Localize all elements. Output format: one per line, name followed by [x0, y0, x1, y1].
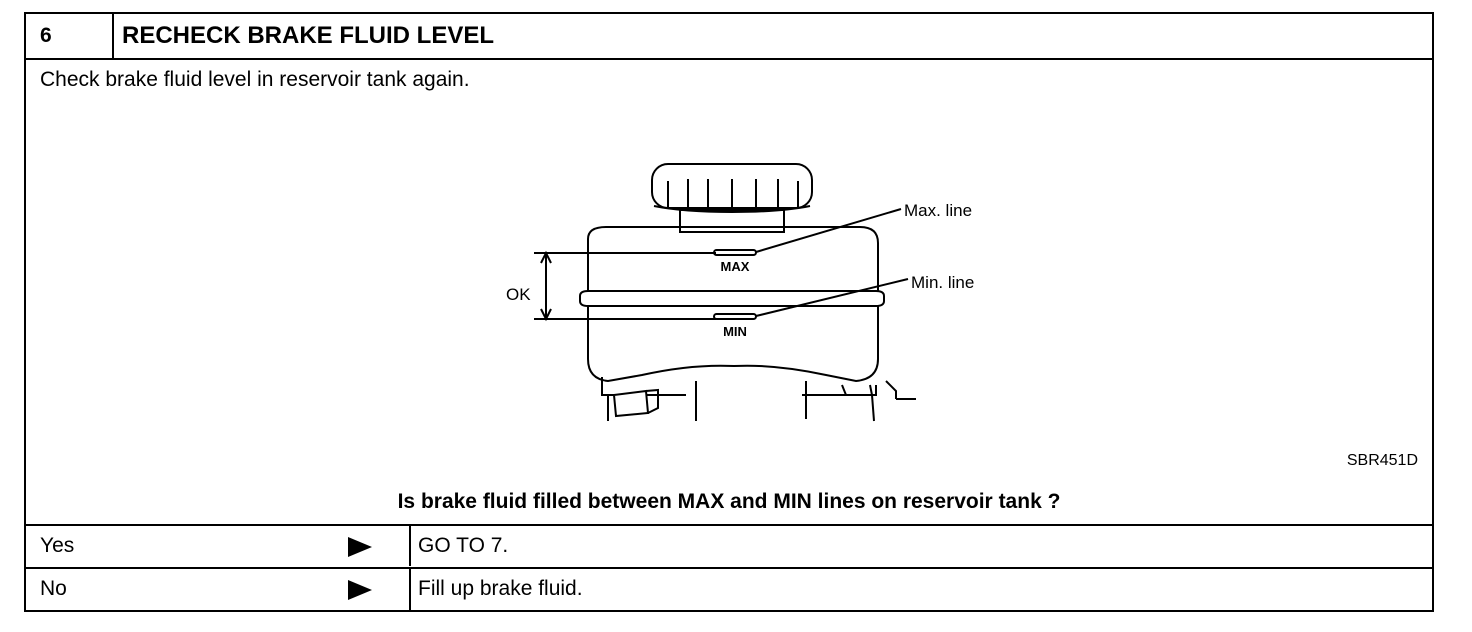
step-title: RECHECK BRAKE FLUID LEVEL [122, 22, 495, 49]
triangle-right-icon [348, 537, 372, 557]
step-instruction: Check brake fluid level in reservoir tan… [40, 68, 470, 91]
reservoir-body [587, 226, 879, 383]
figure-code: SBR451D [1346, 452, 1418, 469]
step-question: Is brake fluid filled between MAX and MI… [397, 490, 1061, 513]
max-marking: MAX [721, 259, 750, 274]
max-line-callout: Max. line [904, 201, 972, 220]
answer-divider [409, 526, 411, 566]
ok-range-label: OK [506, 285, 531, 304]
answer-action: GO TO 7. [418, 534, 509, 557]
answer-row-no: No Fill up brake fluid. [26, 567, 1432, 610]
step-header: 6 RECHECK BRAKE FLUID LEVEL [26, 14, 1432, 60]
answer-action: Fill up brake fluid. [418, 577, 583, 600]
step-number: 6 [26, 14, 114, 58]
triangle-right-icon [348, 580, 372, 600]
answer-divider [409, 569, 411, 610]
inspection-step-table: 6 RECHECK BRAKE FLUID LEVEL Check brake … [24, 12, 1434, 612]
answer-row-yes: Yes GO TO 7. [26, 524, 1432, 566]
reservoir-cap [651, 163, 813, 209]
min-line-callout: Min. line [911, 273, 974, 292]
reservoir-neck [679, 209, 785, 233]
answer-label: No [40, 577, 67, 600]
answer-label: Yes [40, 534, 75, 557]
min-marking: MIN [723, 324, 747, 339]
reservoir-tank-diagram: MAX MIN Max. line Min. line OK [506, 163, 974, 422]
